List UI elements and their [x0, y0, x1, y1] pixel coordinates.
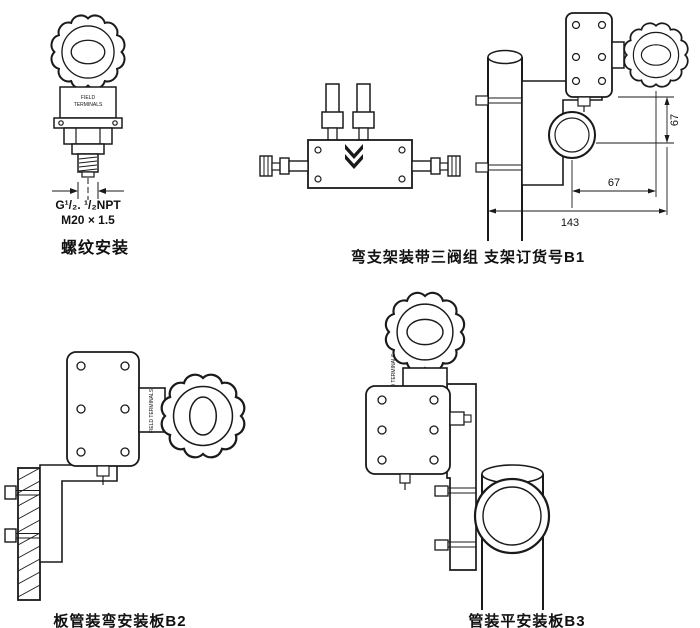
- figure-bracket-b1-drawing: 67 67 143: [475, 12, 689, 241]
- device-label: FIELD TERMINALS: [149, 388, 155, 433]
- vent-plug: [399, 473, 411, 484]
- vent-plug: [96, 465, 110, 477]
- process-flange: [53, 117, 123, 129]
- u-bolt-lower: [475, 162, 489, 173]
- manifold-chevron-mark: [345, 144, 363, 169]
- figure-plate-b2-drawing: FIELD TERMINALS: [4, 351, 246, 601]
- right-valve: [411, 155, 461, 177]
- figure-three-valve-manifold: [259, 83, 461, 189]
- transmitter-horizontal: FIELD TERMINALS: [66, 351, 246, 485]
- dimension-offset-67: 67: [571, 91, 657, 208]
- bracket-bolts: [434, 485, 476, 551]
- transmitter-neck: [611, 41, 625, 69]
- pipe-bracket: [475, 80, 603, 186]
- transmitter-cap-icon: [384, 291, 466, 373]
- dimension-height-67: 67: [596, 96, 681, 144]
- transmitter-front-view: FIELD TERMINALS: [50, 14, 126, 200]
- caption-bracket-b1: 弯支架装带三阀组 支架订货号B1: [350, 249, 586, 266]
- pipe-and-clamp: [473, 464, 551, 610]
- u-bolt-upper: [475, 95, 489, 106]
- device-label-line1: FIELD: [81, 95, 96, 101]
- flat-mounting-bracket: [446, 383, 477, 571]
- device-label-line2: TERMINALS: [74, 102, 103, 108]
- transmitter-cap-icon: [160, 373, 246, 459]
- thread-spec-line1: G¹/₂. ¹/₂NPT: [55, 198, 121, 212]
- hex-nut: [63, 127, 113, 145]
- side-plug: [449, 411, 465, 426]
- transmitter-body: [59, 86, 117, 119]
- clamp-ring: [473, 477, 551, 555]
- manifold-impulse-pipes: [321, 83, 375, 141]
- thread-spec-line2: M20 × 1.5: [61, 213, 115, 227]
- caption-pipe-b3: 管装平安装板B3: [468, 613, 586, 628]
- dim-label-height: 67: [669, 114, 681, 126]
- figure-threaded-mount-drawing: FIELD TERMINALS: [50, 14, 126, 200]
- figure-pipe-b3-drawing: FIELD TERMINALS: [365, 291, 551, 610]
- manifold-bolts: [314, 146, 406, 183]
- dim-label-width: 143: [561, 217, 579, 229]
- transmitter-cap-icon: [50, 14, 126, 90]
- caption-plate-b2: 板管装弯安装板B2: [53, 613, 187, 628]
- transmitter-cap-icon: [623, 22, 689, 88]
- vent-plug: [577, 96, 591, 107]
- caption-threaded-mount: 螺纹安装: [60, 240, 129, 257]
- transmitter-side-view: [565, 12, 689, 112]
- left-valve: [259, 155, 309, 177]
- bent-mounting-bracket: [39, 464, 118, 563]
- manifold-block: [307, 139, 413, 189]
- device-label: FIELD TERMINALS: [391, 353, 397, 398]
- dim-label-offset: 67: [608, 177, 620, 189]
- bracket-hole: [548, 111, 596, 159]
- transmitter-neck: [402, 367, 448, 389]
- dimension-width-143: 143: [487, 147, 668, 229]
- transmitter-vertical: FIELD TERMINALS: [365, 291, 472, 490]
- thread-dimension-marks: [52, 182, 124, 199]
